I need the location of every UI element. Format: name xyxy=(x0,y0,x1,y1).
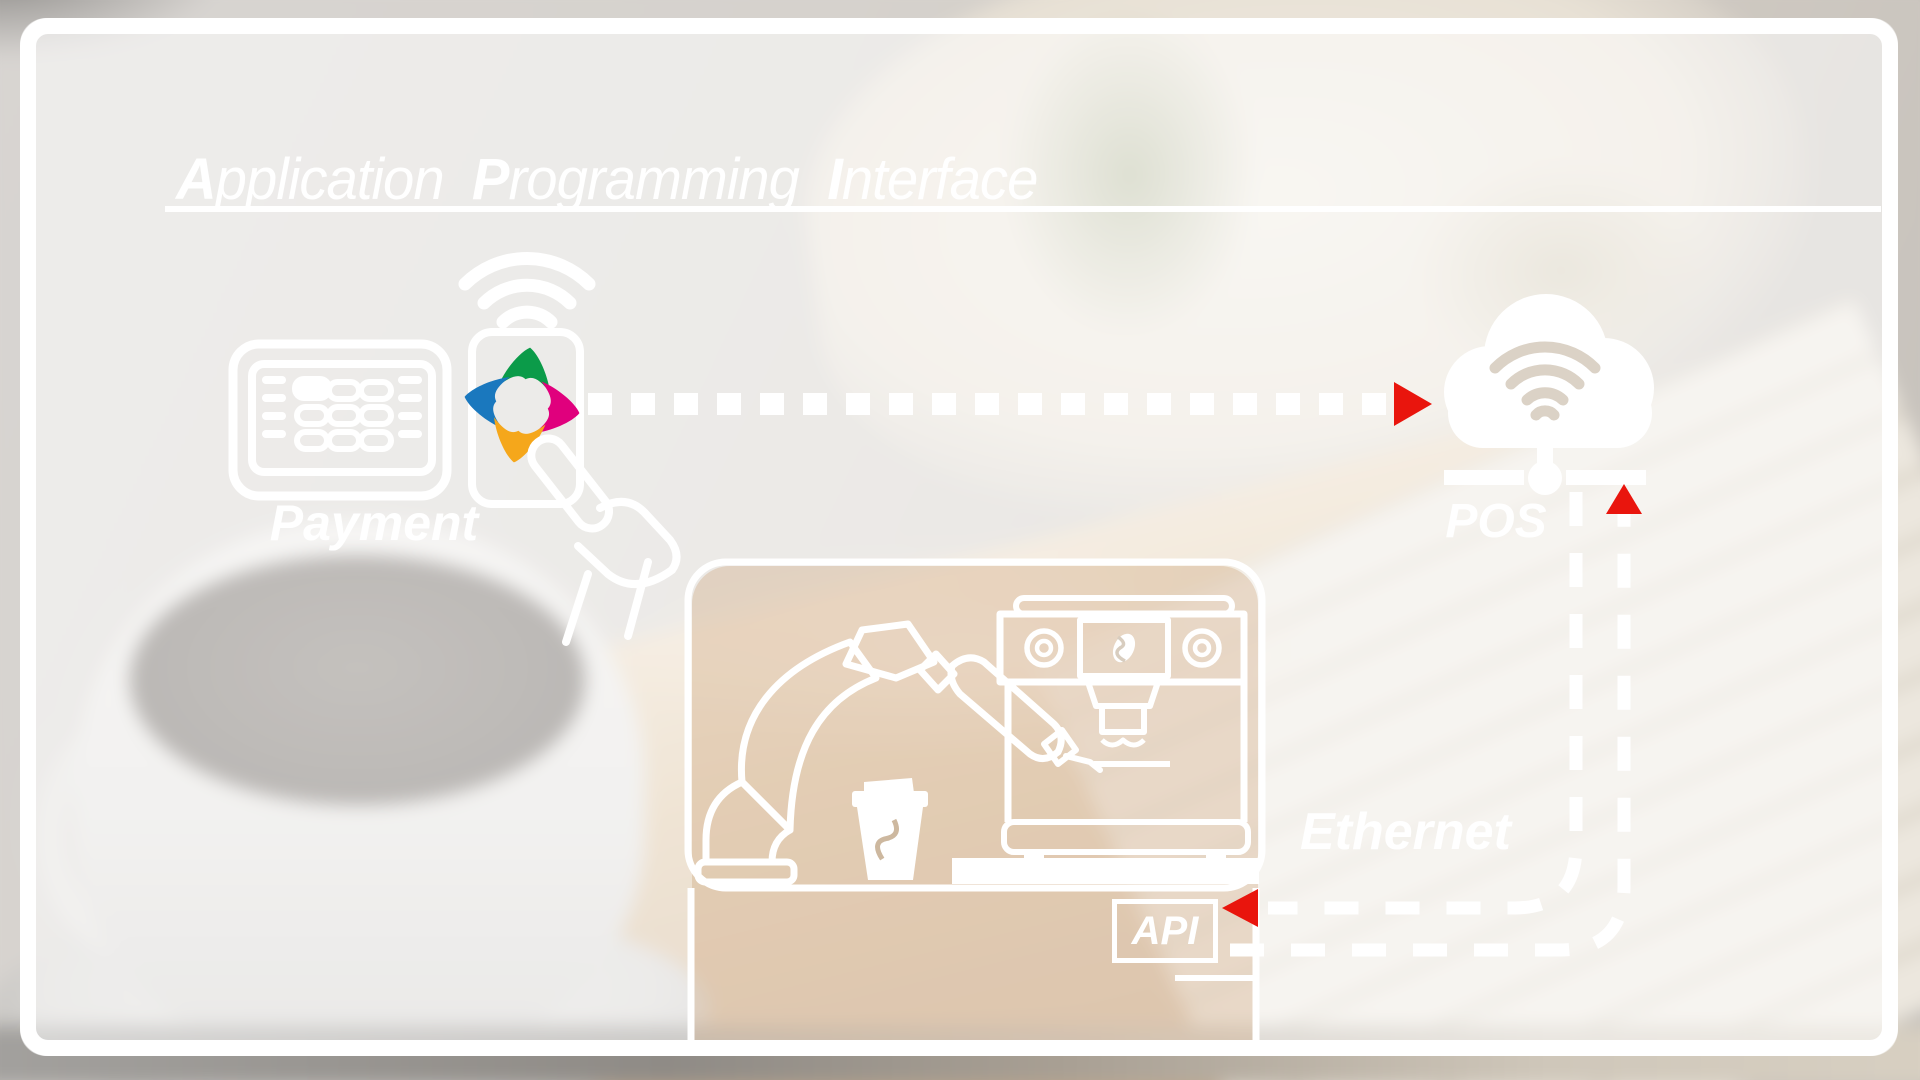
title-initial-i: I xyxy=(827,147,843,212)
api-box: API xyxy=(1112,899,1218,963)
title-initial-a: A xyxy=(176,147,217,212)
arrow-right-icon xyxy=(1394,382,1432,426)
coffee-bean-icon xyxy=(870,817,908,863)
network-node-icon xyxy=(1444,444,1646,495)
cloud-wifi-icon xyxy=(1489,341,1601,421)
pinwheel-orange xyxy=(494,417,546,463)
pos-label: POS xyxy=(1445,495,1547,548)
payment-terminal-icon xyxy=(228,339,452,501)
screen-coffee-bean-icon xyxy=(1112,633,1136,663)
link-api-to-pos xyxy=(1230,514,1631,957)
link-pos-to-api xyxy=(1268,492,1583,915)
page-title: Application Programming Interface xyxy=(176,146,1051,213)
title-word-programming: rogramming xyxy=(508,147,799,212)
contactless-pinwheel-icon xyxy=(464,347,580,463)
takeaway-cup-icon xyxy=(852,778,928,880)
pinwheel-green xyxy=(498,347,550,393)
dashed-link-payment-to-pos xyxy=(588,382,1432,426)
hand-tap-icon xyxy=(527,434,681,646)
outer-frame xyxy=(20,18,1898,1056)
wifi-waves-icon xyxy=(458,251,596,329)
title-word-application: pplication xyxy=(215,147,445,212)
machine-shelf xyxy=(952,858,1259,884)
title-initial-p: P xyxy=(471,147,510,212)
ethernet-dashed-loop xyxy=(1230,492,1631,957)
api-label: API xyxy=(1131,908,1199,953)
api-shelf-line xyxy=(1175,975,1258,981)
coffee-machine-icon xyxy=(996,595,1251,860)
nfc-phone-icon xyxy=(464,328,681,646)
payment-label: Payment xyxy=(269,495,479,551)
arrow-left-icon xyxy=(1222,889,1258,927)
pinwheel-blue xyxy=(464,377,510,429)
robot-arm-icon xyxy=(694,620,1103,886)
pinwheel-magenta xyxy=(534,381,580,433)
title-underline xyxy=(165,206,1881,212)
arrow-up-icon xyxy=(1606,484,1642,514)
ethernet-label: Ethernet xyxy=(1300,803,1511,861)
title-word-interface: nterface xyxy=(841,147,1038,212)
